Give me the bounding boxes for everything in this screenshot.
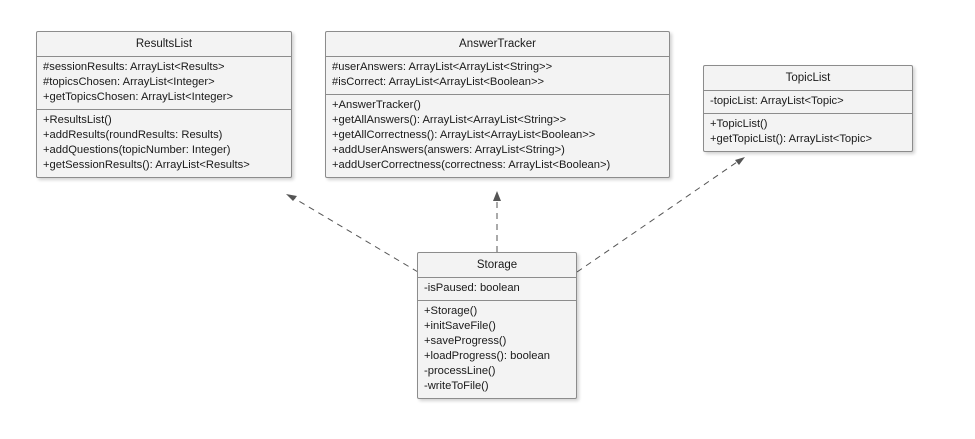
class-name: Storage [418,253,576,278]
class-results-list: ResultsList #sessionResults: ArrayList<R… [36,31,292,178]
attributes-compartment: -topicList: ArrayList<Topic> [704,91,912,114]
method: +ResultsList() [43,114,112,126]
method: +getSessionResults(): ArrayList<Results> [43,159,250,171]
method: +Storage() [424,305,478,317]
attribute: #topicsChosen: ArrayList<Integer> [43,76,215,88]
attribute: +getTopicsChosen: ArrayList<Integer> [43,91,233,103]
attribute: #sessionResults: ArrayList<Results> [43,61,225,73]
methods-compartment: +TopicList() +getTopicList(): ArrayList<… [704,114,912,151]
attribute: -topicList: ArrayList<Topic> [710,95,844,107]
attributes-compartment: #userAnswers: ArrayList<ArrayList<String… [326,57,669,95]
method: +getAllAnswers(): ArrayList<ArrayList<St… [332,114,567,126]
attribute: -isPaused: boolean [424,282,520,294]
methods-compartment: +ResultsList() +addResults(roundResults:… [37,110,291,177]
class-name: ResultsList [37,32,291,57]
methods-compartment: +Storage() +initSaveFile() +saveProgress… [418,301,576,398]
class-answer-tracker: AnswerTracker #userAnswers: ArrayList<Ar… [325,31,670,178]
method: +saveProgress() [424,335,507,347]
method: -writeToFile() [424,380,489,392]
class-name: TopicList [704,66,912,91]
method: +addQuestions(topicNumber: Integer) [43,144,231,156]
method: +addUserAnswers(answers: ArrayList<Strin… [332,144,565,156]
arrowhead-resultslist [286,194,297,201]
method: +getAllCorrectness(): ArrayList<ArrayLis… [332,129,596,141]
method: +loadProgress(): boolean [424,350,550,362]
arrowhead-topiclist [735,157,745,165]
arrowhead-answertracker [493,191,501,201]
method: +AnswerTracker() [332,99,421,111]
class-topic-list: TopicList -topicList: ArrayList<Topic> +… [703,65,913,152]
method: +initSaveFile() [424,320,496,332]
dependency-storage-resultslist [291,196,419,273]
attribute: #userAnswers: ArrayList<ArrayList<String… [332,61,553,73]
method: +addResults(roundResults: Results) [43,129,223,141]
attribute: #isCorrect: ArrayList<ArrayList<Boolean>… [332,76,545,88]
methods-compartment: +AnswerTracker() +getAllAnswers(): Array… [326,95,669,177]
method: +getTopicList(): ArrayList<Topic> [710,133,872,145]
attributes-compartment: -isPaused: boolean [418,278,576,301]
method: +addUserCorrectness(correctness: ArrayLi… [332,159,611,171]
method: +TopicList() [710,118,768,130]
method: -processLine() [424,365,496,377]
class-storage: Storage -isPaused: boolean +Storage() +i… [417,252,577,399]
attributes-compartment: #sessionResults: ArrayList<Results> #top… [37,57,291,110]
class-name: AnswerTracker [326,32,669,57]
